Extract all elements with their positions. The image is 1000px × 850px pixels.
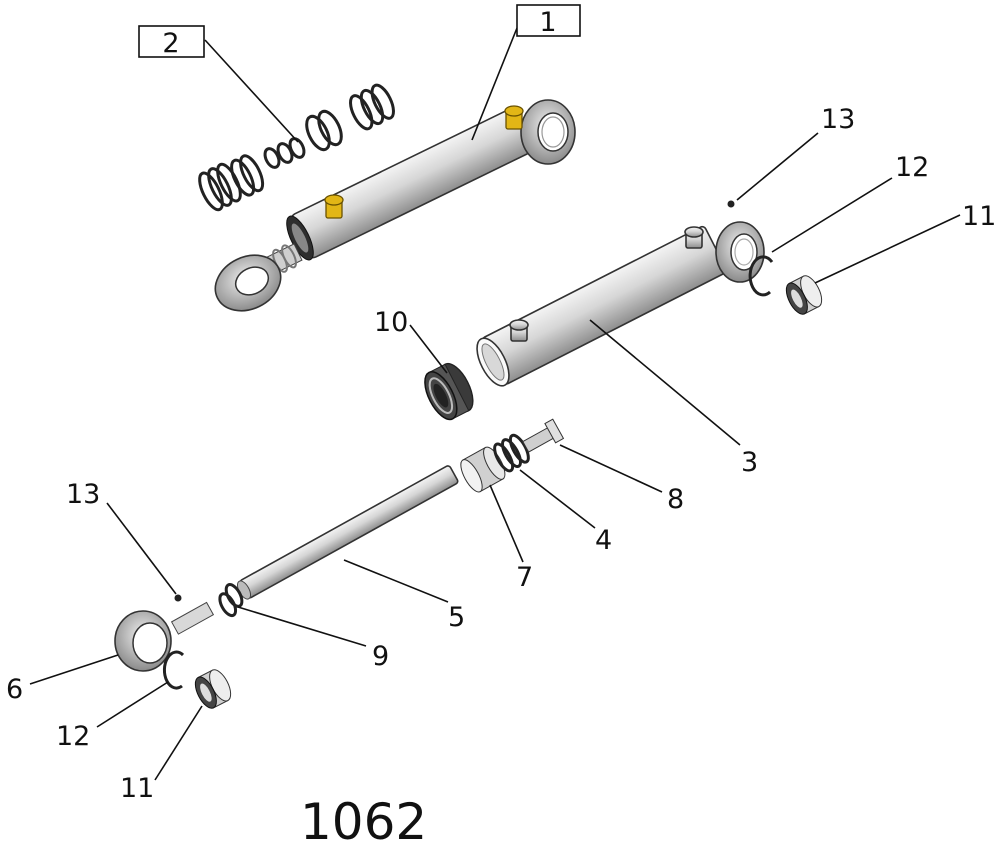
part-number-labels: 13 12 11 10 3 8 4 7 5 9 13 6 12 11 — [6, 104, 996, 804]
rod-seal — [218, 583, 244, 618]
label-13-lower: 13 — [66, 479, 100, 510]
label-12-upper: 12 — [895, 152, 929, 183]
callout-box-1: 1 — [516, 4, 581, 38]
grease-nipple-lower — [174, 594, 182, 602]
callout-box-2-label: 2 — [162, 28, 179, 59]
seal-kit — [198, 83, 395, 212]
label-12-lower: 12 — [56, 721, 90, 752]
leader-lines — [29, 27, 961, 781]
figure-number: 1062 — [300, 793, 427, 845]
label-6: 6 — [6, 674, 23, 705]
rod-eye — [114, 601, 215, 672]
piston-rod — [236, 465, 459, 600]
label-11-lower: 11 — [120, 773, 154, 804]
port-fitting-icon — [324, 105, 524, 219]
label-7: 7 — [516, 562, 533, 593]
cylinder-head-eye — [520, 99, 576, 165]
label-9: 9 — [372, 641, 389, 672]
label-13-upper: 13 — [821, 104, 855, 135]
callout-box-1-label: 1 — [539, 7, 556, 38]
label-10: 10 — [374, 307, 408, 338]
label-11-upper: 11 — [962, 201, 996, 232]
cylinder-barrel — [476, 221, 765, 387]
bushing-upper — [785, 275, 823, 315]
piston — [460, 446, 506, 493]
grease-nipple-upper — [727, 200, 735, 208]
cylinder-rod-eye — [214, 254, 282, 312]
circlip-lower — [162, 650, 185, 690]
piston-seal — [493, 433, 530, 473]
label-5: 5 — [448, 602, 465, 633]
assembled-cylinder — [214, 99, 576, 312]
circlip-upper — [748, 255, 774, 297]
label-4: 4 — [595, 525, 612, 556]
callout-box-2: 2 — [138, 25, 205, 59]
label-3: 3 — [741, 447, 758, 478]
piston-bolt — [522, 418, 565, 453]
bushing-lower — [194, 669, 232, 709]
gland-nut — [424, 362, 474, 421]
label-8: 8 — [667, 484, 684, 515]
